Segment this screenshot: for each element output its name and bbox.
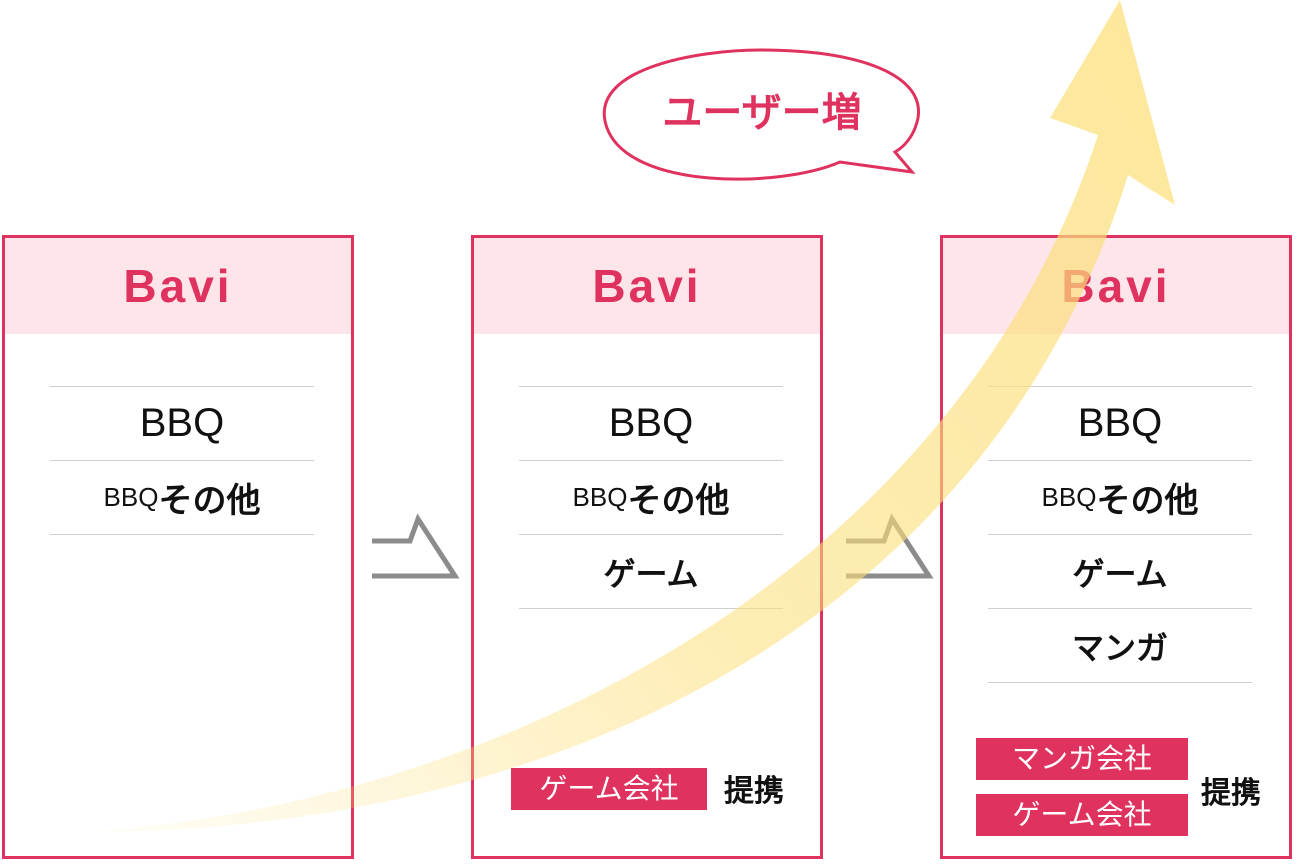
partner-tag-manga-company: マンガ会社 bbox=[976, 738, 1188, 780]
tieup-label: 提携 bbox=[1201, 776, 1261, 811]
partner-tag-game-company: ゲーム会社 bbox=[511, 768, 707, 810]
partner-tag-game-company: ゲーム会社 bbox=[976, 794, 1188, 836]
bubble-text: ユーザー増 bbox=[662, 90, 862, 136]
category-bbq: BBQ bbox=[50, 387, 314, 461]
category-game: ゲーム bbox=[988, 535, 1252, 609]
panel-header: Bavi bbox=[5, 238, 351, 334]
category-bbq-other: BBQ その他 bbox=[519, 461, 783, 535]
category-bbq: BBQ bbox=[519, 387, 783, 461]
panel-header: Bavi bbox=[943, 238, 1289, 334]
tieup-label: 提携 bbox=[724, 774, 784, 809]
category-bbq-other: BBQ その他 bbox=[988, 461, 1252, 535]
brand-logo: Bavi bbox=[592, 260, 702, 312]
category-game: ゲーム bbox=[519, 535, 783, 609]
category-list: BBQ BBQ その他 ゲーム マンガ bbox=[988, 386, 1252, 683]
panel-header: Bavi bbox=[474, 238, 820, 334]
panel-stage-2: Bavi BBQ BBQ その他 ゲーム ゲーム会社 提携 bbox=[471, 235, 823, 859]
category-list: BBQ BBQ その他 ゲーム bbox=[519, 386, 783, 609]
panel-stage-1: Bavi BBQ BBQ その他 bbox=[2, 235, 354, 859]
step-arrow-2 bbox=[846, 513, 934, 579]
category-list: BBQ BBQ その他 bbox=[50, 386, 314, 535]
category-manga: マンガ bbox=[988, 609, 1252, 683]
brand-logo: Bavi bbox=[123, 260, 233, 312]
category-bbq-other: BBQ その他 bbox=[50, 461, 314, 535]
panel-stage-3: Bavi BBQ BBQ その他 ゲーム マンガ マンガ会社 ゲーム会社 提携 bbox=[940, 235, 1292, 859]
brand-logo: Bavi bbox=[1061, 260, 1171, 312]
step-arrow-1 bbox=[372, 513, 460, 579]
category-bbq: BBQ bbox=[988, 387, 1252, 461]
